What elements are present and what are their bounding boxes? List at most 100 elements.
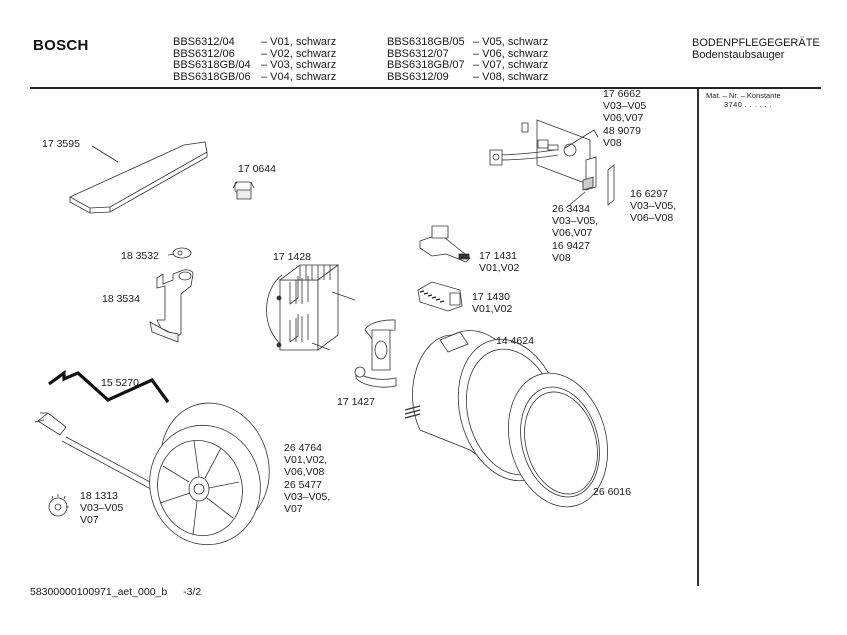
model-row: BBS6318GB/05 – V05, schwarz <box>387 36 549 49</box>
model-row: BBS6312/07 – V06, schwarz <box>387 47 549 61</box>
part-variants: V03–V05 <box>603 100 647 113</box>
model-variant: – V06, schwarz <box>473 47 549 60</box>
part-number: 17 1428 <box>273 251 311 263</box>
part-label: 17 1427 <box>337 396 375 408</box>
part-label: 17 6662 V03–V05 V06,V07 48 9079 V08 <box>603 88 646 149</box>
part-number: 26 4764 <box>284 442 322 454</box>
part-variants: V07 <box>80 514 99 527</box>
handle-wire-part <box>49 373 168 402</box>
part-number: 48 9079 <box>603 124 641 137</box>
part-number: 16 9427 <box>552 239 590 252</box>
part-number: 17 1430 <box>472 291 510 303</box>
part-number: 26 5477 <box>284 478 322 491</box>
part-number: 18 3532 <box>121 250 159 262</box>
part-variants: V08 <box>603 136 622 149</box>
model-row: BBS6312/09 – V08, schwarz <box>387 70 549 84</box>
part-variants: V01,V02, <box>284 454 328 467</box>
part-label: 26 3434 V03–V05, V06,V07 16 9427 V08 <box>552 203 598 264</box>
part-label: 17 1431 V01,V02 <box>479 250 519 274</box>
part-label: 14 4624 <box>496 335 534 347</box>
filter-plate-part <box>70 142 207 213</box>
category-title: BODENPFLEGEGERÄTE <box>692 37 820 49</box>
part-number: 14 4624 <box>496 335 534 347</box>
bearing-part <box>49 494 69 516</box>
model-list-right: BBS6318GB/05 – V05, schwarz BBS6312/07 – V… <box>387 36 549 84</box>
part-variants: V01,V02 <box>479 262 520 275</box>
part-label: 18 3534 <box>102 293 140 305</box>
material-number-value: 3740 . . . . . . <box>724 100 773 109</box>
document-id: 58300000100971_aet_000_b <box>30 586 168 598</box>
part-label: 16 6297 V03–V05, V06–V08 <box>630 188 676 225</box>
model-variant: – V04, schwarz <box>261 70 337 83</box>
model-code: BBS6312/07 <box>387 47 449 60</box>
part-label: 17 1428 <box>273 251 311 263</box>
header-divider <box>30 87 821 89</box>
part-label: 18 1313 V03–V05 V07 <box>80 490 123 527</box>
model-row: BBS6312/06– V02, schwarz <box>173 47 337 61</box>
model-row: BBS6318GB/06 – V04, schwarz <box>173 70 337 84</box>
part-number: 26 6016 <box>593 486 631 498</box>
part-variants: V07 <box>284 503 303 516</box>
model-code: BBS6312/09 <box>387 70 449 83</box>
part-number: 17 6662 <box>603 88 641 100</box>
part-label: 18 3532 <box>121 250 159 262</box>
part-number: 17 1431 <box>479 250 517 262</box>
model-code: BBS6312/04 <box>173 36 235 48</box>
part-number: 26 3434 <box>552 203 590 215</box>
model-variant: – V01, schwarz <box>261 36 337 48</box>
part-variants: V03–V05 <box>80 502 124 515</box>
part-variants: V03–V05, <box>284 490 331 503</box>
model-code: BBS6318GB/07 <box>387 59 465 71</box>
part-variants: V08 <box>552 251 571 264</box>
connector-part <box>420 226 470 262</box>
holder-part <box>150 248 193 342</box>
model-code: BBS6318GB/06 <box>173 70 251 83</box>
category-heading: BODENPFLEGEGERÄTE Bodenstaubsauger <box>692 37 820 61</box>
cable-reel-part <box>35 388 286 558</box>
part-label: 17 1430 V01,V02 <box>472 291 512 315</box>
category-subtitle: Bodenstaubsauger <box>692 49 785 61</box>
brand-logo: BOSCH <box>33 37 89 54</box>
document-footer: 58300000100971_aet_000_b -3/2 <box>30 586 201 598</box>
model-row: BBS6312/04 – V01, schwarz <box>173 36 337 49</box>
part-number: 17 3595 <box>42 138 80 150</box>
switch-part <box>233 182 254 199</box>
part-variants: V06,V08 <box>284 466 325 479</box>
part-number: 17 0644 <box>238 163 276 175</box>
part-variants: V03–V05, <box>630 200 677 213</box>
part-number: 16 6297 <box>630 188 668 200</box>
material-number-label: Mat. – Nr. – Konstante <box>706 91 781 100</box>
page-number: -3/2 <box>183 586 202 598</box>
part-variants: V01,V02 <box>472 303 513 316</box>
model-variant: – V07, schwarz <box>473 59 549 71</box>
part-number: 15 5270 <box>101 377 139 389</box>
model-variant: – V05, schwarz <box>473 36 549 48</box>
sidebar-divider <box>697 89 699 586</box>
part-number: 18 1313 <box>80 490 118 502</box>
model-list-left: BBS6312/04 – V01, schwarz BBS6312/06– V02… <box>173 36 337 84</box>
filter-ring-part <box>494 362 622 518</box>
electronics-board-part <box>490 120 614 208</box>
model-row: BBS6318GB/07 – V07, schwarz <box>387 59 549 72</box>
part-label: 26 4764 V01,V02, V06,V08 26 5477 V03–V05… <box>284 442 330 515</box>
part-label: 15 5270 <box>101 377 139 389</box>
part-variants: V06–V08 <box>630 212 674 225</box>
part-variants: V03–V05, <box>552 215 599 228</box>
heat-sink-part <box>267 265 355 350</box>
brush-holder-part <box>355 320 396 387</box>
model-variant: – V03, schwarz <box>261 59 337 71</box>
model-row: BBS6318GB/04 – V03, schwarz <box>173 59 337 72</box>
part-label: 17 3595 <box>42 138 80 150</box>
part-number: 17 1427 <box>337 396 375 408</box>
part-number: 18 3534 <box>102 293 140 305</box>
model-code: BBS6318GB/05 <box>387 36 465 48</box>
model-variant: – V02, schwarz <box>261 47 337 60</box>
part-variants: V06,V07 <box>552 227 593 240</box>
control-module-part <box>418 282 462 311</box>
part-label: 26 6016 <box>593 486 631 498</box>
part-label: 17 0644 <box>238 163 276 175</box>
model-variant: – V08, schwarz <box>473 70 549 83</box>
part-variants: V06,V07 <box>603 112 644 125</box>
model-code: BBS6318GB/04 <box>173 59 251 71</box>
